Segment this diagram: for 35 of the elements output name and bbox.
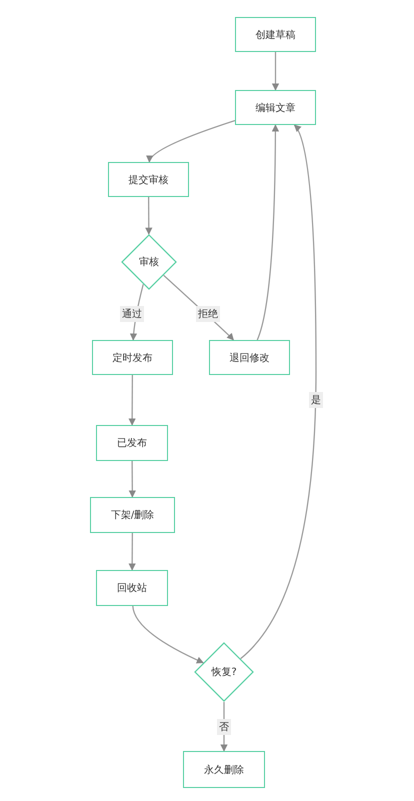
process-box	[90, 497, 175, 533]
process-box	[183, 751, 265, 788]
arrow	[240, 124, 317, 660]
arrow	[128, 461, 136, 498]
node-label: 退回修改	[230, 352, 270, 364]
process-box	[108, 162, 189, 197]
arrow	[128, 375, 136, 426]
edge-label: 否	[217, 719, 231, 735]
arrow	[256, 124, 279, 340]
arrow	[130, 284, 144, 341]
edge-label: 拒绝	[196, 306, 220, 322]
arrow	[163, 274, 234, 341]
node-label: 审核	[139, 256, 159, 269]
arrow	[272, 52, 280, 91]
arrow	[132, 606, 204, 664]
node-label: 编辑文章	[256, 102, 296, 114]
process-box	[92, 340, 173, 375]
arrow	[145, 197, 152, 235]
process-box	[209, 340, 290, 375]
edge-label: 是	[309, 392, 323, 408]
process-box	[235, 90, 316, 125]
arrow	[148, 120, 236, 163]
node-label: 定时发布	[112, 352, 152, 364]
node-label: 提交审核	[128, 174, 168, 186]
process-box	[96, 425, 168, 461]
node-label: 恢复?	[211, 666, 237, 679]
process-box	[96, 570, 168, 606]
node-label: 下架/删除	[110, 508, 154, 522]
node-label: 创建草稿	[256, 28, 296, 42]
edge-label: 通过	[120, 306, 144, 322]
arrow	[128, 533, 136, 571]
node-label: 回收站	[117, 582, 147, 595]
node-label: 已发布	[117, 437, 147, 450]
process-box	[235, 17, 316, 52]
node-label: 永久删除	[204, 764, 244, 776]
